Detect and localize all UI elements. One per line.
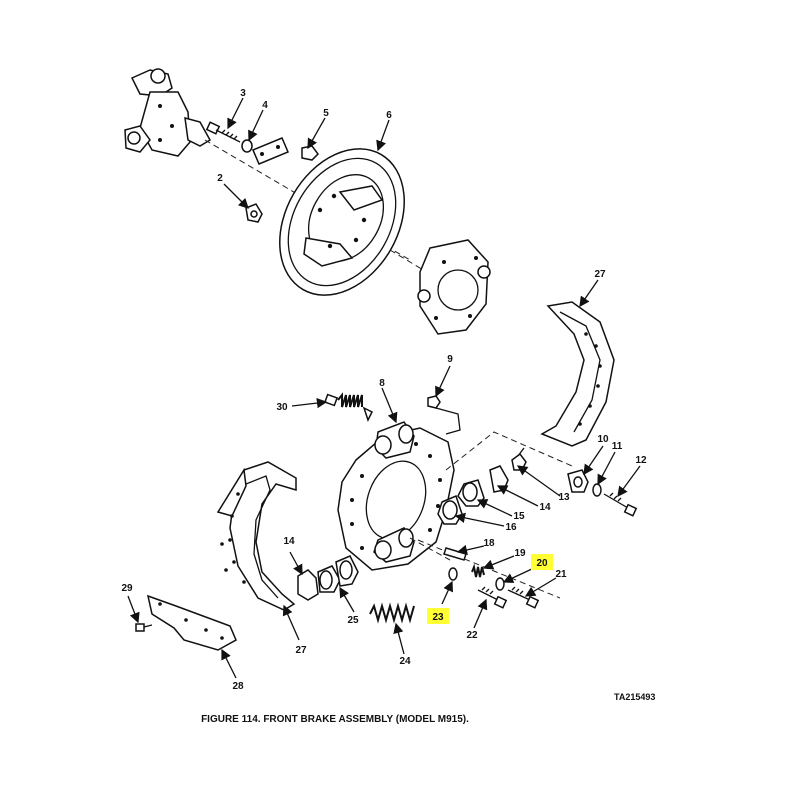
callout-27-lower: 27 [295,645,307,656]
adjuster-30 [323,392,374,422]
callout-11: 11 [612,441,623,452]
highlight-23 [427,608,449,624]
callout-27-upper: 27 [594,269,606,280]
wheel-cylinder-upper [374,421,415,459]
callout-16: 16 [505,522,517,533]
callout-28: 28 [232,681,244,692]
callout-30: 30 [276,402,288,413]
callout-25: 25 [347,615,359,626]
callout-22: 22 [466,630,478,641]
callout-9: 9 [447,354,453,365]
washer-11 [592,483,602,497]
screw-29 [135,623,153,632]
callout-18: 18 [483,538,495,549]
steering-knuckle [124,68,212,157]
lockwasher-4 [241,139,253,153]
screw-22 [477,586,508,609]
callout-2: 2 [217,173,223,184]
dust-shield-6 [279,148,405,296]
callout-14-right: 14 [539,502,551,513]
brake-shoe-27-upper [540,301,615,447]
callout-13: 13 [558,492,570,503]
nut-9 [427,395,441,409]
figure-caption: FIGURE 114. FRONT BRAKE ASSEMBLY (MODEL … [201,714,469,725]
spring-24 [369,602,415,624]
ta-reference-code: TA215493 [614,692,656,702]
callout-4: 4 [262,100,268,111]
nut-5 [301,145,319,161]
callout-12: 12 [635,455,647,466]
callout-21: 21 [555,569,567,580]
callout-10: 10 [597,434,609,445]
callout-3: 3 [240,88,246,99]
fitting-10 [567,469,589,493]
callout-14-left: 14 [283,536,295,547]
wheel-cylinder-lower [373,527,415,563]
highlight-20 [531,554,553,570]
fitting-2 [245,203,263,223]
washer-23 [448,567,458,581]
bolt-12 [603,492,638,517]
callout-29: 29 [121,583,133,594]
washer-20 [495,577,505,591]
lock-plate [252,137,289,165]
brake-shoe-27-lower [216,461,297,611]
piston-14-right [489,465,509,493]
callout-23: 23 [432,612,444,623]
callout-19: 19 [514,548,526,559]
callout-20: 20 [536,558,548,569]
callout-15: 15 [513,511,525,522]
brake-spider [417,239,491,335]
callout-24: 24 [399,656,411,667]
piston-15 [457,479,485,507]
boot-14-left [297,569,319,601]
callout-8: 8 [379,378,385,389]
piston-25 [317,555,359,593]
anchor-spider-8 [337,427,455,571]
callout-6: 6 [386,110,392,121]
spring-19 [471,563,485,578]
shoe-plate-28 [146,594,237,651]
screw-21 [507,586,540,609]
callout-5: 5 [323,108,329,119]
bolt-3 [205,121,241,143]
